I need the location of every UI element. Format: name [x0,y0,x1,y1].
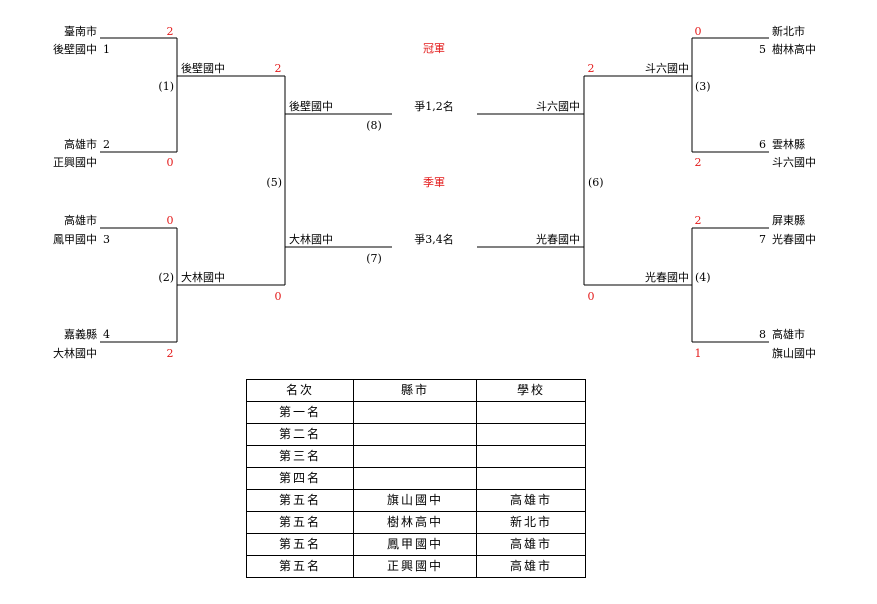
ranking-table: 名次 縣市 學校 第一名 第二名 第三名 第四名 第五名 旗山國中 [246,379,586,578]
team-seed: 7 [759,233,766,246]
third-left-team: 大林國中 [289,232,333,246]
final-right-team: 斗六國中 [536,100,580,113]
match-winner: 大林國中 [181,270,225,284]
county-cell: 旗山國中 [353,489,477,512]
header-rank: 名次 [246,379,354,402]
school-cell [476,445,586,468]
match-score: 0 [275,290,282,303]
table-row: 第五名 鳳甲國中 高雄市 [246,533,586,556]
final-left-team: 後壁國中 [289,99,333,113]
school-cell: 高雄市 [476,555,586,578]
match-number: (8) [366,119,382,132]
match-score: 2 [275,62,282,75]
county-cell [353,467,477,490]
match-number: (3) [695,80,711,93]
team-county: 新北市 [772,24,805,38]
table-row: 第五名 正興國中 高雄市 [246,555,586,578]
table-row: 第三名 [246,445,586,468]
champion-title: 冠軍 [423,42,445,55]
team-county: 高雄市 [64,137,97,151]
team-seed: 2 [103,138,110,151]
header-school: 學校 [476,379,586,402]
rank-cell: 第五名 [246,511,354,534]
team-school: 正興國中 [53,156,97,169]
champion-match-label: 爭1,2名 [414,99,454,113]
team-score: 2 [695,156,702,169]
team-school: 樹林高中 [772,42,816,56]
rank-cell: 第五名 [246,555,354,578]
rank-cell: 第四名 [246,467,354,490]
match-number: (2) [158,271,174,284]
third-place-title: 季軍 [423,176,445,189]
team-score: 0 [167,214,174,227]
rank-cell: 第三名 [246,445,354,468]
match-winner: 光春國中 [645,270,689,284]
team-seed: 8 [759,328,766,341]
table-row: 第一名 [246,401,586,424]
team-seed: 5 [759,43,766,56]
team-school: 後壁國中 [53,42,97,56]
team-school: 光春國中 [772,232,816,246]
school-cell: 高雄市 [476,533,586,556]
match-number: (6) [588,176,604,189]
team-seed: 1 [103,43,110,56]
rank-cell: 第五名 [246,533,354,556]
county-cell: 樹林高中 [353,511,477,534]
rank-cell: 第五名 [246,489,354,512]
third-match-label: 爭3,4名 [414,232,454,246]
team-county: 高雄市 [64,213,97,227]
team-seed: 3 [103,233,110,246]
header-county: 縣市 [353,379,477,402]
match-winner: 斗六國中 [645,62,689,75]
match-number: (5) [266,176,282,189]
team-county: 雲林縣 [772,137,805,151]
table-row: 第四名 [246,467,586,490]
school-cell: 新北市 [476,511,586,534]
team-school: 斗六國中 [772,156,816,169]
team-score: 2 [167,25,174,38]
match-score: 0 [588,290,595,303]
match-winner: 後壁國中 [181,61,225,75]
county-cell: 正興國中 [353,555,477,578]
rank-cell: 第一名 [246,401,354,424]
school-cell [476,467,586,490]
match-number: (7) [366,252,382,265]
team-seed: 6 [759,138,766,151]
rank-cell: 第二名 [246,423,354,446]
school-cell: 高雄市 [476,489,586,512]
match-number: (1) [158,80,174,93]
table-row: 第五名 樹林高中 新北市 [246,511,586,534]
table-row: 第五名 旗山國中 高雄市 [246,489,586,512]
county-cell [353,423,477,446]
match-score: 2 [588,62,595,75]
match-number: (4) [695,271,711,284]
team-score: 1 [695,347,702,360]
team-county: 嘉義縣 [64,327,97,341]
team-county: 高雄市 [772,327,805,341]
team-seed: 4 [103,328,110,341]
team-school: 鳳甲國中 [53,233,97,246]
table-row: 第二名 [246,423,586,446]
team-county: 臺南市 [64,24,97,38]
school-cell [476,423,586,446]
table-header-row: 名次 縣市 學校 [246,379,586,402]
team-school: 大林國中 [53,346,97,360]
county-cell [353,401,477,424]
team-score: 2 [695,214,702,227]
third-right-team: 光春國中 [536,232,580,246]
team-score: 0 [695,25,702,38]
team-score: 2 [167,347,174,360]
school-cell [476,401,586,424]
team-county: 屏東縣 [772,214,805,227]
tournament-bracket: 臺南市 後壁國中 1 2 高雄市 2 正興國中 0 (1) 後壁國中 2 高雄市… [53,24,816,360]
team-score: 0 [167,156,174,169]
team-school: 旗山國中 [772,346,816,360]
county-cell: 鳳甲國中 [353,533,477,556]
county-cell [353,445,477,468]
